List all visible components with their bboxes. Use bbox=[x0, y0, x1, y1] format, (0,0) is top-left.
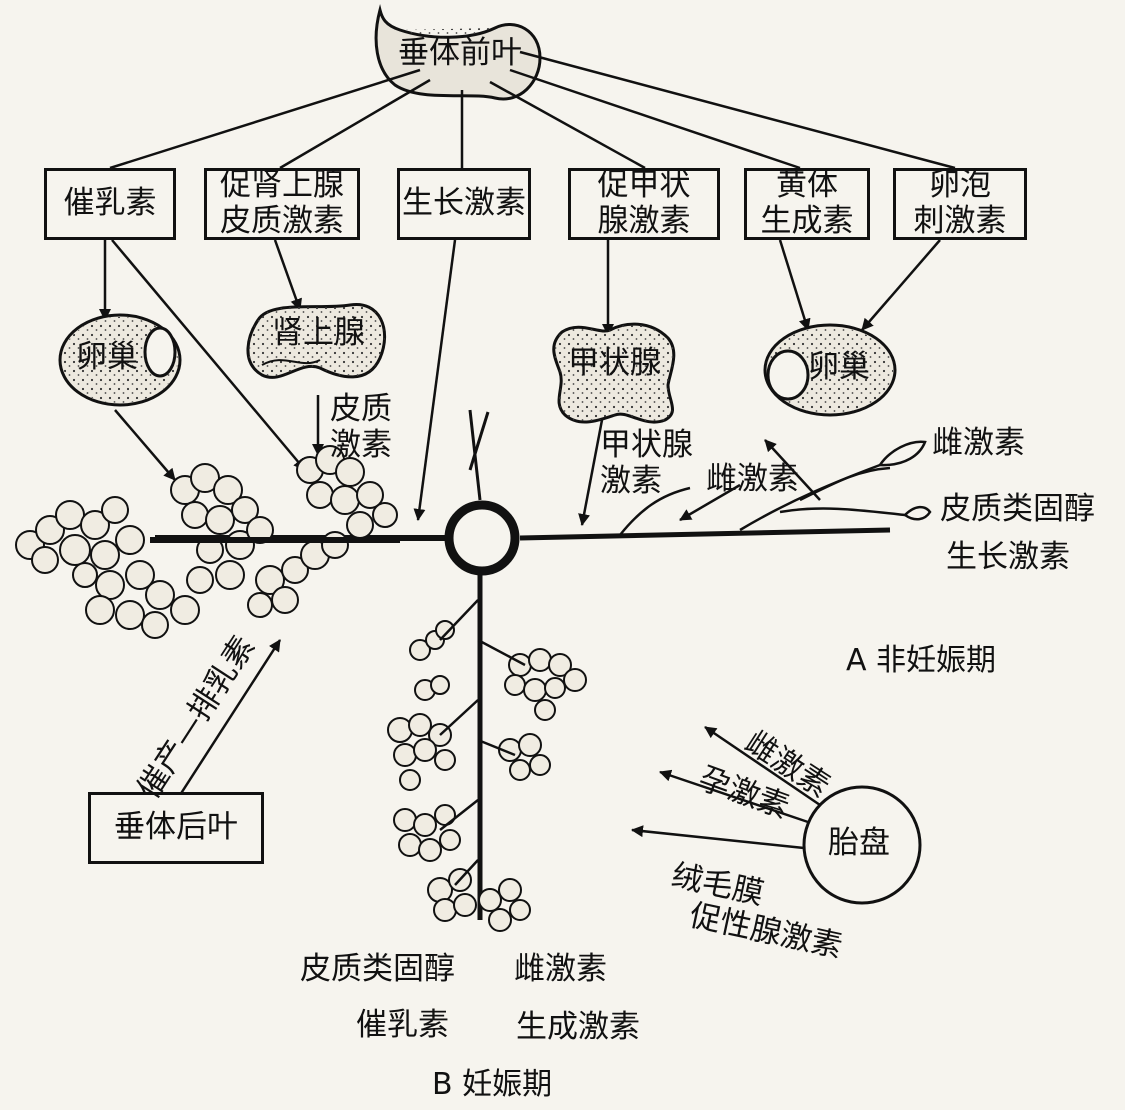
caption-pregnant: B 妊娠期 bbox=[432, 1067, 553, 1102]
caption-non-pregnant: A 非妊娠期 bbox=[846, 643, 997, 678]
fsh-label-2: 刺激素 bbox=[913, 203, 1007, 239]
lh-box: 黄体 生成素 bbox=[744, 168, 870, 240]
placenta-label: 胎盘 bbox=[828, 825, 890, 861]
prolactin-label: 催乳素 bbox=[63, 185, 157, 222]
pituitary-connection-lines bbox=[109, 50, 956, 170]
prolactin-box: 催乳素 bbox=[44, 168, 176, 240]
estrogen-mid-label: 雌激素 bbox=[706, 461, 799, 497]
growth-hormone-box: 生长激素 bbox=[397, 168, 531, 240]
lh-label-2: 生成素 bbox=[760, 203, 854, 239]
posterior-pituitary-label: 垂体后叶 bbox=[114, 809, 238, 846]
anterior-pituitary-label: 垂体前叶 bbox=[398, 35, 522, 71]
fsh-box: 卵泡 刺激素 bbox=[893, 168, 1027, 240]
placenta-shape bbox=[802, 785, 922, 905]
bottom-lh-label: 生成激素 bbox=[516, 1009, 640, 1045]
bottom-prolactin-label: 催乳素 bbox=[356, 1007, 449, 1043]
placenta-arrows bbox=[631, 725, 821, 850]
tsh-label-1: 促甲状 bbox=[597, 167, 691, 204]
pregnant-lobule-clusters bbox=[387, 599, 587, 932]
thyroid-hormone-label-2: 激素 bbox=[600, 463, 662, 499]
lh-label-1: 黄体 bbox=[776, 167, 838, 204]
acth-label-1: 促肾上腺 bbox=[220, 167, 344, 204]
tsh-box: 促甲状 腺激素 bbox=[568, 168, 720, 240]
ovary-left-label: 卵巢 bbox=[76, 339, 138, 375]
bottom-corticosteroid-label: 皮质类固醇 bbox=[300, 951, 455, 987]
left-alveoli-clusters bbox=[15, 445, 400, 639]
thyroid-hormone-label-1: 甲状腺 bbox=[600, 427, 693, 463]
ovary-left-shape bbox=[58, 313, 182, 407]
acth-label-2: 皮质激素 bbox=[220, 203, 344, 239]
thyroid-shape bbox=[552, 322, 676, 424]
fsh-label-1: 卵泡 bbox=[929, 167, 991, 204]
corticosteroid-right-label: 皮质类固醇 bbox=[940, 491, 1095, 527]
hormone-arrows bbox=[99, 239, 941, 796]
bottom-estrogen-label: 雌激素 bbox=[514, 951, 607, 987]
cortical-hormone-label-2: 激素 bbox=[330, 427, 392, 463]
right-duct-branches bbox=[619, 440, 932, 536]
adrenal-label: 肾上腺 bbox=[272, 315, 365, 351]
growth-hormone-label: 生长激素 bbox=[402, 185, 526, 222]
thyroid-label: 甲状腺 bbox=[568, 345, 661, 381]
tsh-label-2: 腺激素 bbox=[597, 203, 691, 239]
ovary-right-label: 卵巢 bbox=[808, 349, 870, 385]
nipple-circle bbox=[444, 500, 520, 576]
ovary-right-shape bbox=[763, 323, 897, 417]
acth-box: 促肾上腺 皮质激素 bbox=[204, 168, 360, 240]
adrenal-shape bbox=[246, 303, 386, 379]
cortical-hormone-label-1: 皮质 bbox=[330, 391, 392, 427]
growth-hormone-right-label: 生长激素 bbox=[946, 539, 1070, 575]
estrogen-right-label: 雌激素 bbox=[932, 425, 1025, 461]
posterior-pituitary-box: 垂体后叶 bbox=[88, 792, 264, 864]
